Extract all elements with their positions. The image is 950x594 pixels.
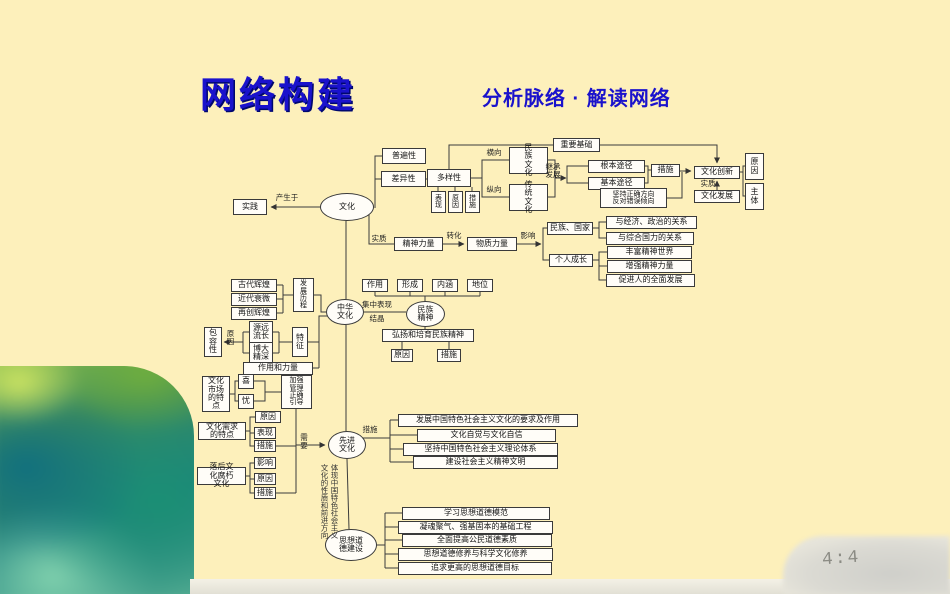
node-theoretical-system: 坚持中国特色社会主义理论体系 [403,443,558,456]
decorative-photo [0,366,194,594]
node-universality: 普遍性 [382,148,426,164]
node-characteristics: 特征 [292,327,308,357]
node-cultural-market-traits: 文化市场的特点 [202,376,230,412]
node-innovation-reason: 原因 [745,153,764,180]
node-backward-decadent-culture: 落后文化腐朽文化 [197,463,246,488]
ellipse-culture: 文化 [320,193,374,221]
node-spirit-connotation: 内涵 [432,279,458,292]
node-correct-direction: 坚持正确方向反对错误倾向 [600,188,667,208]
node-backward-measures: 措施 [254,487,276,499]
node-spirit-reason: 原因 [391,349,413,362]
node-long-history: 源远流长 [249,321,273,343]
node-higher-moral-goals: 追求更高的思想道德目标 [398,562,552,575]
photo-paint [0,366,194,594]
label-influence: 影响 [520,231,536,240]
node-personal-growth: 个人成长 [549,254,593,267]
node-spirit-role: 作用 [362,279,388,292]
node-innovation-subject: 主体 [745,183,764,210]
node-citizen-moral-quality: 全面提高公民道德素质 [402,534,552,547]
node-promote-development: 促进人的全面发展 [606,274,695,287]
node-spirit-status: 地位 [467,279,493,292]
label-essence: 实质 [371,234,387,243]
label-vertical: 纵向 [486,185,502,194]
node-diversity-reason: 原因 [448,191,463,213]
node-promote-national-spirit: 弘扬和培育民族精神 [382,329,474,342]
node-spiritual-civilization: 建设社会主义精神文明 [413,456,558,469]
node-difference: 差异性 [381,171,426,187]
node-national-culture: 民族文化 [509,143,548,177]
label-transform: 转化 [446,231,462,240]
page-subtitle: 分析脉络 · 解读网络 [482,88,671,110]
node-broad-profound: 博大精深 [249,342,273,364]
node-demand-expression: 表现 [254,427,276,439]
node-fundamental-path: 根本途径 [588,160,645,173]
node-demand-measures: 措施 [254,440,276,452]
label-concentrated-expression: 集中表现 [362,300,392,309]
node-moral-scientific-cultivation: 思想道德修养与科学文化修养 [398,548,553,561]
node-diversity-measures: 措施 [465,191,480,213]
node-spiritual-power: 精神力量 [394,237,443,251]
label-need: 需要 [300,433,308,451]
node-spirit-formation: 形成 [397,279,423,292]
node-strengthen-spiritual-power: 增强精神力量 [607,260,692,273]
label-reason-vertical: 原因 [226,329,235,347]
node-modern-decline: 近代衰微 [231,293,277,306]
node-backward-influence: 影响 [254,457,276,469]
bottom-strip [190,579,950,594]
node-develop-socialist-culture: 发展中国特色社会主义文化的要求及作用 [398,414,578,427]
node-cultural-confidence: 文化自觉与文化自信 [417,429,556,442]
label-advanced-measures: 措施 [362,425,378,434]
ellipse-chinese-culture: 中华文化 [326,299,364,325]
node-national-power-relation: 与综合国力的关系 [606,232,694,245]
label-reflects-nature-direction: 体现中国特色社会主义文化的性质和前进方向 [320,463,339,539]
node-traditional-culture: 传统文化 [509,180,548,214]
node-cultural-innovation: 文化创新 [694,166,740,179]
node-role-and-power: 作用和力量 [243,362,313,375]
node-inclusiveness: 包容性 [204,327,222,357]
node-cultural-development: 文化发展 [694,190,740,203]
page-title: 网络构建 [200,74,357,115]
corner-smudge [783,536,950,594]
node-development-course: 发展历程 [293,278,314,312]
node-spirit-measures: 措施 [437,349,461,362]
ellipse-advanced-culture: 先进文化 [328,431,366,459]
node-nation-country: 民族、国家 [547,222,593,235]
node-foundation-project: 凝魂聚气、强基固本的基础工程 [398,521,553,534]
node-enrich-spiritual-world: 丰富精神世界 [607,246,692,259]
node-joy: 喜 [238,374,254,389]
label-inherit-develop: 继承发展 [545,162,561,180]
node-recreate-glory: 再创辉煌 [231,307,277,320]
node-material-power: 物质力量 [467,237,517,251]
node-strengthen-management: 加强管理正确引导 [281,375,312,409]
node-innovation-measures: 措施 [651,164,680,177]
node-diversity-expression: 表现 [431,191,446,213]
node-diversity: 多样性 [427,169,471,187]
ellipse-national-spirit: 民族精神 [406,301,445,327]
label-originates-from: 产生于 [275,193,299,202]
node-worry: 忧 [238,394,254,409]
label-crystallization: 结晶 [369,314,385,323]
ellipse-moral-construction: 思想道德建设 [325,529,377,561]
node-learn-moral-models: 学习思想道德模范 [402,507,550,520]
node-cultural-demand-traits: 文化需求的特点 [198,422,246,440]
node-ancient-glory: 古代辉煌 [231,279,277,292]
node-important-foundation: 重要基础 [553,138,600,152]
label-horizontal: 横向 [486,148,502,157]
node-demand-reason: 原因 [255,411,281,423]
node-practice: 实践 [233,199,267,215]
watermark: 4:4 [821,547,862,571]
node-backward-reason: 原因 [254,473,276,485]
node-economy-politics-relation: 与经济、政治的关系 [606,216,697,229]
concept-map: 文化 中华文化 民族精神 先进文化 思想道德建设 实践 产生于 普遍性 差异性 … [195,130,773,592]
label-essence-innovation: 实质 [700,179,716,188]
